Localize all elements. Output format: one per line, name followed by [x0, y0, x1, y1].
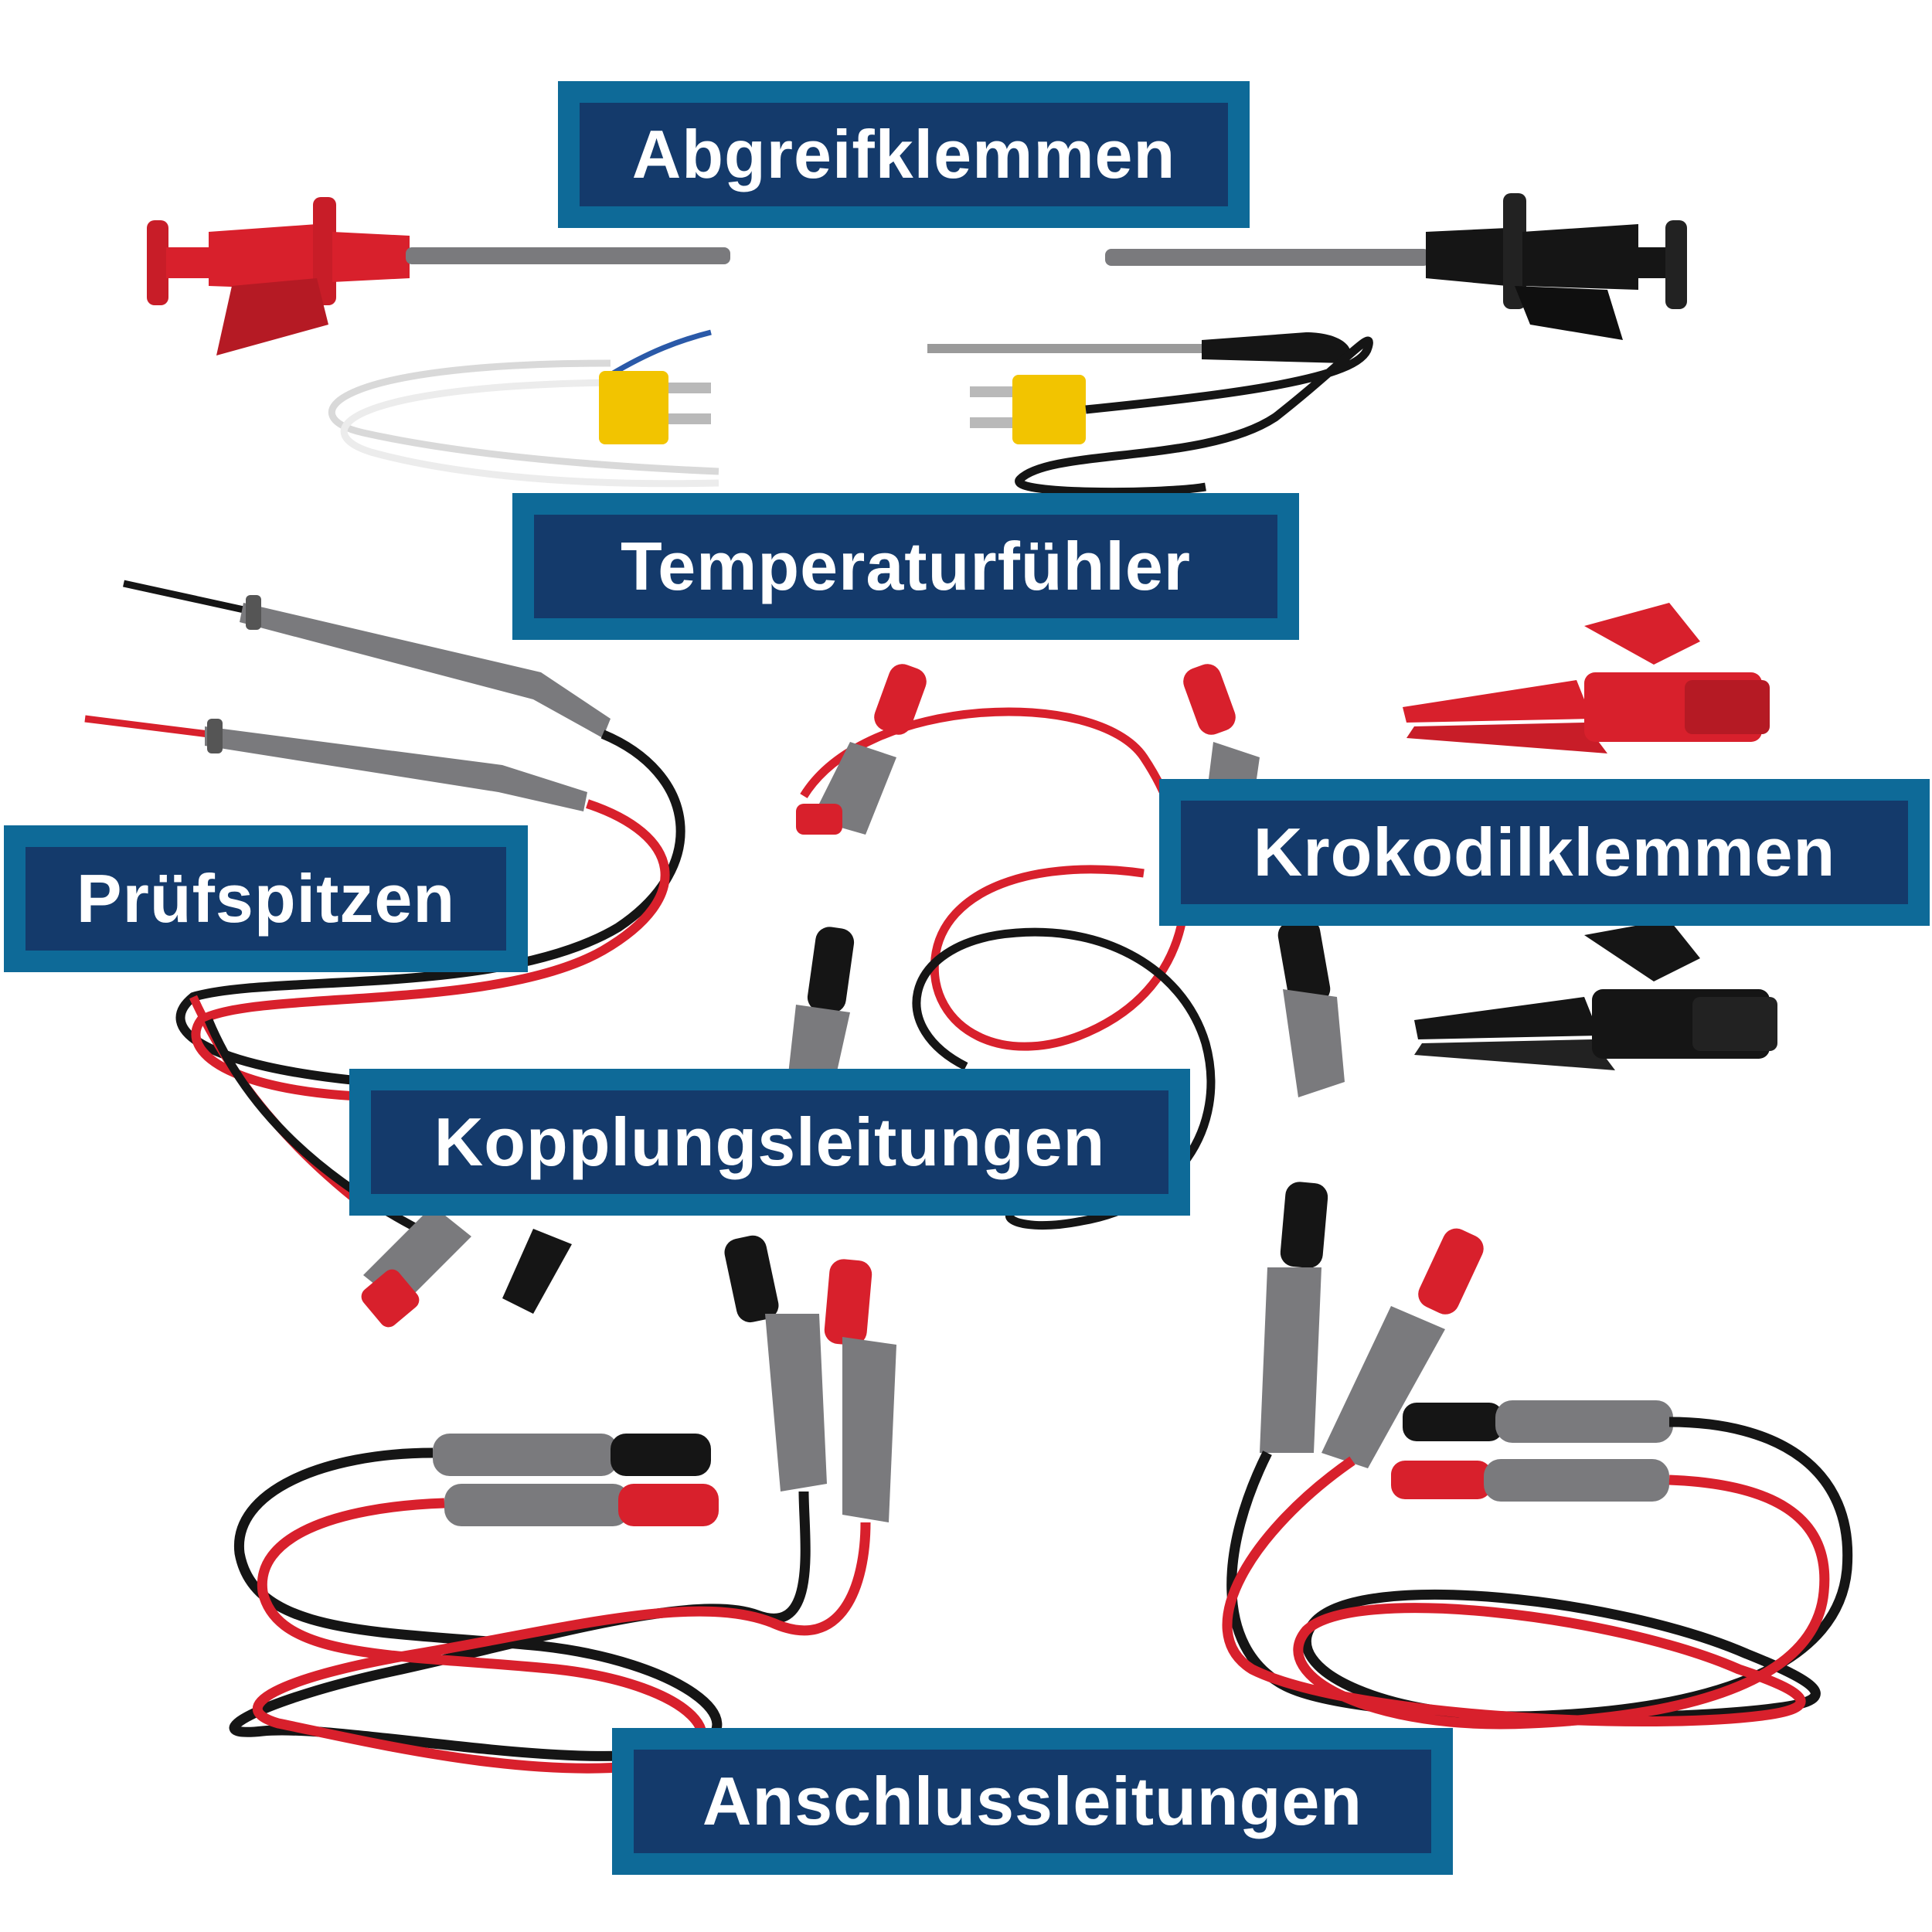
- label-abgreifklemmen: Abgreifklemmen: [558, 81, 1250, 228]
- label-anschlussleitungen-text: Anschlussleitungen: [634, 1750, 1431, 1853]
- label-anschlussleitungen: Anschlussleitungen: [612, 1728, 1453, 1875]
- label-temperaturfuehler-text: Temperaturfühler: [534, 515, 1277, 618]
- label-kopplungsleitungen-text: Kopplungsleitungen: [371, 1090, 1168, 1194]
- label-kopplungsleitungen: Kopplungsleitungen: [349, 1069, 1190, 1216]
- label-krokodilklemmen-text: Krokodilklemmen: [1181, 801, 1908, 904]
- label-abgreifklemmen-text: Abgreifklemmen: [580, 103, 1228, 206]
- right-connection-leads: [1222, 1182, 1853, 1730]
- coupling-leads: [788, 664, 1345, 1230]
- label-temperaturfuehler: Temperaturfühler: [512, 493, 1299, 640]
- probe-thermocouple: [927, 332, 1373, 497]
- label-krokodilklemmen: Krokodilklemmen: [1159, 779, 1930, 926]
- label-pruefspitzen-text: Prüfspitzen: [26, 847, 506, 951]
- left-connection-leads: [229, 1235, 896, 1774]
- test-probes: [84, 580, 685, 1328]
- wire-thermocouple: [328, 329, 719, 488]
- red-alligator-clip: [1403, 603, 1770, 753]
- black-hook-clip: [1105, 193, 1687, 340]
- label-pruefspitzen: Prüfspitzen: [4, 825, 528, 972]
- red-hook-clip: [147, 197, 730, 355]
- black-alligator-clip: [1414, 920, 1777, 1070]
